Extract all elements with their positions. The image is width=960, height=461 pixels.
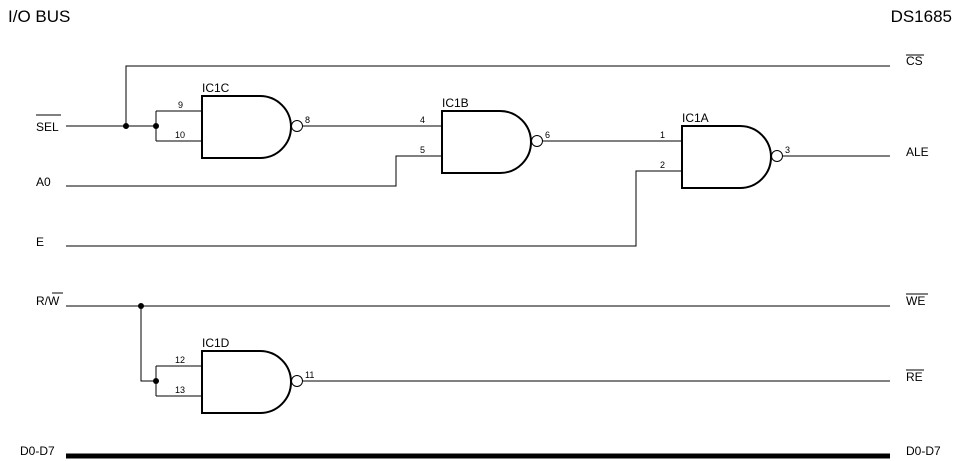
pin-number: 1 <box>660 130 665 140</box>
nand-gate-body <box>201 95 292 159</box>
gate-ic1d: IC1D 12 13 11 <box>175 336 314 414</box>
gate-ic1b: IC1B 4 5 6 <box>420 96 550 174</box>
pin-number: 10 <box>175 130 185 140</box>
rw-branch-wire <box>140 306 156 382</box>
rw-input-label: R/W <box>36 294 60 308</box>
nand-gate-body <box>681 125 772 189</box>
nand-gate-body <box>201 350 292 414</box>
ale-output-label: ALE <box>906 145 929 159</box>
sel-input-label: SEL <box>36 120 59 134</box>
e-input-label: E <box>36 235 44 249</box>
gate-label: IC1D <box>202 336 230 350</box>
wires <box>66 65 890 397</box>
bus-left-label: D0-D7 <box>20 444 55 458</box>
pin-number: 2 <box>660 160 665 170</box>
re-output-label: RE <box>906 370 923 384</box>
inverter-bubble <box>291 375 303 387</box>
pin-number: 3 <box>785 145 790 155</box>
bus-right-label: D0-D7 <box>906 444 941 458</box>
inverter-bubble <box>771 150 783 162</box>
cs-output-label: CS <box>906 54 923 68</box>
pin-number: 6 <box>545 130 550 140</box>
pin-number: 13 <box>175 385 185 395</box>
rw-junction-dot <box>138 303 144 309</box>
gate-ic1c: IC1C 9 10 8 <box>175 81 310 159</box>
ic1c-input-junction-dot <box>153 123 159 129</box>
inverter-bubble <box>291 120 303 132</box>
pin-number: 9 <box>178 100 183 110</box>
gate-label: IC1A <box>682 111 709 125</box>
inverter-bubble <box>531 135 543 147</box>
gate-ic1a: IC1A 1 2 3 <box>660 111 790 189</box>
gate-label: IC1B <box>442 96 469 110</box>
e-wire <box>66 170 682 247</box>
cs-wire <box>125 65 890 126</box>
nand-gate-body <box>441 110 532 174</box>
we-output-label: WE <box>906 294 925 308</box>
a0-input-label: A0 <box>36 175 51 189</box>
sel-cs-junction-dot <box>123 123 129 129</box>
gate-label: IC1C <box>202 81 230 95</box>
ds1685-title: DS1685 <box>891 7 952 26</box>
io-bus-title: I/O BUS <box>8 7 70 26</box>
a0-wire <box>66 155 442 187</box>
pin-number: 11 <box>305 370 314 380</box>
pin-number: 12 <box>175 355 185 365</box>
pin-number: 8 <box>305 115 310 125</box>
pin-number: 5 <box>420 145 425 155</box>
ic1d-input-junction-dot <box>153 378 159 384</box>
pin-number: 4 <box>420 115 425 125</box>
